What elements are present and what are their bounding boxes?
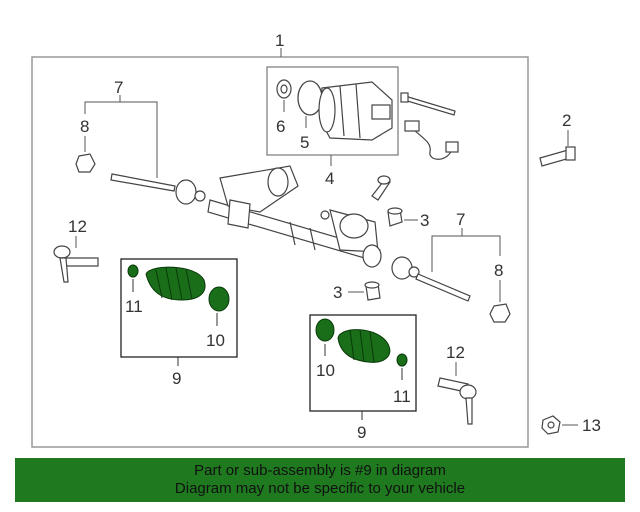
boot-nut-right bbox=[489, 303, 511, 323]
callout-5: 5 bbox=[300, 133, 309, 152]
callout-2: 2 bbox=[562, 111, 571, 130]
rack-boot-left bbox=[145, 266, 206, 301]
callout-12-right: 12 bbox=[446, 343, 465, 362]
callout-10-right: 10 bbox=[316, 361, 335, 380]
callout-11-left: 11 bbox=[125, 297, 143, 316]
callout-3-upper: 3 bbox=[420, 211, 429, 230]
bearing-part bbox=[276, 79, 292, 99]
boot-kit-box-right bbox=[309, 314, 417, 412]
motor-part bbox=[318, 81, 393, 141]
callout-7-right: 7 bbox=[456, 210, 465, 229]
outer-tie-rod-end-left bbox=[53, 245, 99, 283]
boot-nut-left bbox=[75, 153, 96, 173]
assembly-frame bbox=[31, 56, 529, 448]
boot-clamp-large-right bbox=[315, 318, 335, 342]
leader-7-left bbox=[84, 95, 158, 178]
callout-1: 1 bbox=[275, 31, 284, 50]
outer-tie-rod-end-right bbox=[437, 377, 477, 425]
callout-6: 6 bbox=[276, 117, 285, 136]
callout-11-right: 11 bbox=[393, 387, 411, 406]
boot-clamp-small-left bbox=[127, 264, 139, 278]
inner-tie-rod-left bbox=[110, 173, 206, 205]
nut-13-part bbox=[541, 415, 561, 435]
bushing-3-upper bbox=[387, 207, 403, 227]
banner-line-2: Diagram may not be specific to your vehi… bbox=[174, 480, 466, 497]
callout-10-left: 10 bbox=[206, 331, 225, 350]
callout-9-left: 9 bbox=[172, 369, 181, 388]
callout-4: 4 bbox=[325, 169, 334, 188]
boot-clamp-small-right bbox=[396, 353, 408, 367]
callout-13: 13 bbox=[582, 416, 601, 435]
bushing-3-lower bbox=[364, 281, 381, 301]
boot-clamp-large-left bbox=[208, 286, 230, 312]
rack-boot-right bbox=[337, 329, 391, 363]
boot-kit-box-left bbox=[120, 258, 238, 358]
bolt-2-part bbox=[539, 146, 576, 167]
motor-subassembly-box bbox=[266, 66, 399, 156]
callout-8-right: 8 bbox=[494, 261, 503, 280]
long-bolt-part bbox=[400, 92, 456, 116]
parts-diagram: 1 4 6 5 2 7 8 bbox=[31, 31, 601, 448]
wire-harness-part bbox=[404, 120, 459, 160]
info-banner: Part or sub-assembly is #9 in diagram Di… bbox=[15, 458, 625, 502]
callout-7-left: 7 bbox=[114, 78, 123, 97]
leader-7-right bbox=[431, 228, 501, 272]
callout-9-right: 9 bbox=[357, 423, 366, 442]
steering-gear-body bbox=[207, 165, 391, 268]
callout-3-lower: 3 bbox=[333, 283, 342, 302]
banner-line-1: Part or sub-assembly is #9 in diagram bbox=[194, 462, 446, 479]
inner-tie-rod-right bbox=[391, 256, 471, 302]
callout-12-left: 12 bbox=[68, 217, 87, 236]
callout-8-left: 8 bbox=[80, 117, 89, 136]
